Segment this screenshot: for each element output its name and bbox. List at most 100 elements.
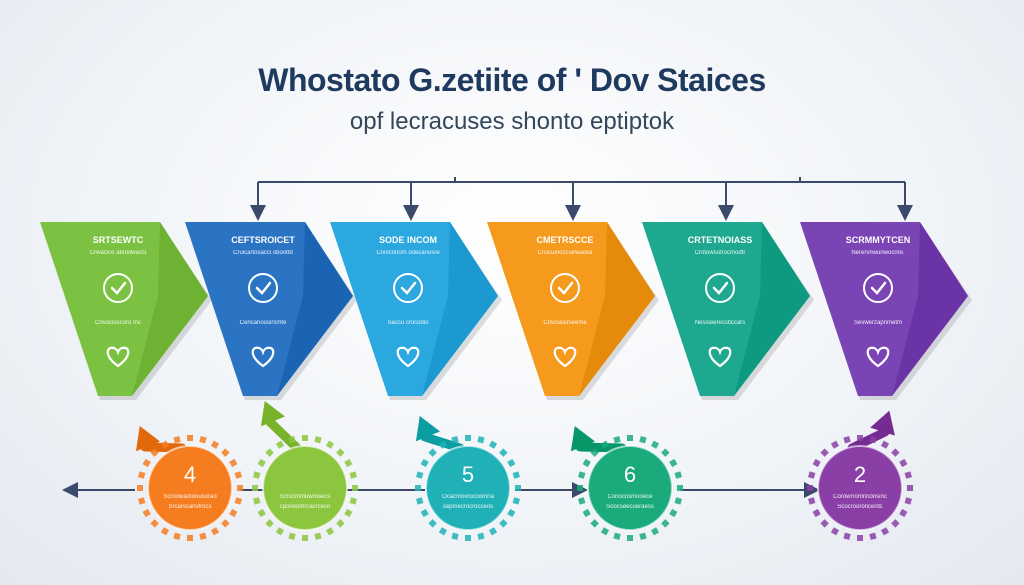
step-ring-tick: [420, 508, 429, 518]
panel-title: SCRMMYTCEN: [846, 235, 911, 245]
panel-facet: [132, 222, 208, 396]
step-ring-tick: [336, 448, 345, 457]
step-ring-tick: [428, 448, 437, 457]
step-ring-tick: [210, 527, 220, 536]
panel-facet: [734, 222, 810, 396]
step-ring-tick: [507, 458, 516, 468]
panel-line-2: Cencanoosirsmte: [240, 320, 287, 326]
panel-title: CMETRSCCE: [536, 235, 593, 245]
step-circle: [426, 446, 510, 530]
step-ring-tick: [234, 471, 242, 479]
step-ring-tick: [138, 497, 146, 505]
step-ring-tick: [880, 440, 890, 449]
step-ring-tick: [843, 436, 851, 444]
panel-line-1: Cruicartosacci oboottd: [233, 250, 293, 256]
panel-facet: [277, 222, 353, 396]
panel-facet: [422, 222, 498, 396]
step-ring-tick: [843, 532, 851, 540]
step-line-2: sepmecrocrocceos: [443, 504, 493, 510]
step-ring-tick: [288, 436, 296, 444]
step-ring-tick: [613, 436, 621, 444]
step-line-2: Soocseecueraess: [606, 504, 654, 510]
step-ring-tick: [869, 532, 877, 540]
panel-facet: [892, 222, 968, 396]
step-ring-tick: [438, 527, 448, 536]
step-ring-tick: [160, 527, 170, 536]
step-ring-tick: [349, 497, 357, 505]
step-ring-tick: [465, 435, 471, 441]
step-ring-tick: [173, 436, 181, 444]
shield-heart-icon: [553, 346, 577, 368]
step-ring-tick: [229, 508, 238, 518]
panel-4: CMETRSCCE CrsicuinoccuirwaoxaCmcoasirseem…: [487, 222, 659, 400]
step-line-1: Scroowaotonusorao: [163, 494, 217, 500]
step-ring-tick: [253, 497, 261, 505]
step-ring-tick: [237, 485, 243, 491]
step-arrow-head: [415, 416, 441, 442]
step-ring-tick: [830, 527, 840, 536]
step-2: Scrocmntuwrosecs cponoomrcacrceco: [252, 401, 358, 541]
panel-line-1: Crsicuinoccuirwaoxa: [537, 250, 593, 256]
step-ring-tick: [600, 527, 610, 536]
step-line-1: Conocnsmooece: [607, 494, 653, 500]
step-ring-tick: [344, 458, 353, 468]
step-ring-tick: [349, 471, 357, 479]
step-arrow-head: [870, 410, 895, 436]
shield-check-icon: [251, 346, 275, 368]
step-ring-tick: [187, 535, 193, 541]
step-ring-tick: [904, 471, 912, 479]
step-ring-tick: [582, 458, 591, 468]
diagram-title: Whostato G.zetiite of ' Dov Staices: [258, 62, 766, 98]
step-ring-tick: [160, 440, 170, 449]
step-ring-tick: [420, 458, 429, 468]
step-ring-tick: [138, 471, 146, 479]
step-ring-tick: [661, 448, 670, 457]
clipboard-icon: [103, 273, 133, 303]
step-ring-tick: [142, 458, 151, 468]
step-ring-tick: [288, 532, 296, 540]
step-ring-tick: [314, 436, 322, 444]
step-ring-tick: [515, 485, 521, 491]
panel-line-2: Sevwerzapnmetm: [854, 320, 902, 326]
step-ring-tick: [639, 532, 647, 540]
step-ring-tick: [257, 458, 266, 468]
checkmark-icon: [705, 273, 735, 303]
top-connector-lines: [250, 177, 913, 221]
step-number: 4: [184, 462, 196, 487]
panel-line-1: Nerervnwunwocnre.: [851, 250, 905, 256]
step-ring-tick: [869, 436, 877, 444]
step-ring-tick: [639, 436, 647, 444]
step-ring-tick: [229, 458, 238, 468]
magnifier-icon: [866, 346, 890, 368]
step-ring-tick: [221, 448, 230, 457]
step-ring-tick: [438, 440, 448, 449]
step-ring-tick: [477, 532, 485, 540]
step-ring-tick: [661, 519, 670, 528]
step-ring-tick: [344, 508, 353, 518]
step-ring-tick: [253, 471, 261, 479]
step-ring-tick: [199, 436, 207, 444]
step-circle: [148, 446, 232, 530]
step-arrow-head: [570, 426, 596, 452]
step-ring-tick: [880, 527, 890, 536]
step-ring-tick: [336, 519, 345, 528]
step-ring-tick: [807, 485, 813, 491]
step-ring-tick: [627, 535, 633, 541]
step-ring-tick: [674, 497, 682, 505]
step-ring-tick: [904, 497, 912, 505]
step-ring-tick: [582, 508, 591, 518]
step-line-1: Scrocmntuwrosecs: [280, 494, 331, 500]
warning-triangle-icon: [863, 273, 893, 303]
step-ring-tick: [415, 485, 421, 491]
panel-title: SRTSEWTC: [93, 235, 144, 245]
step-line-2: cponoomrcacrceco: [280, 504, 331, 510]
panel-line-2: Cmcoasirseeme: [543, 320, 587, 326]
step-ring-tick: [857, 435, 863, 441]
heart-icon: [106, 346, 130, 368]
